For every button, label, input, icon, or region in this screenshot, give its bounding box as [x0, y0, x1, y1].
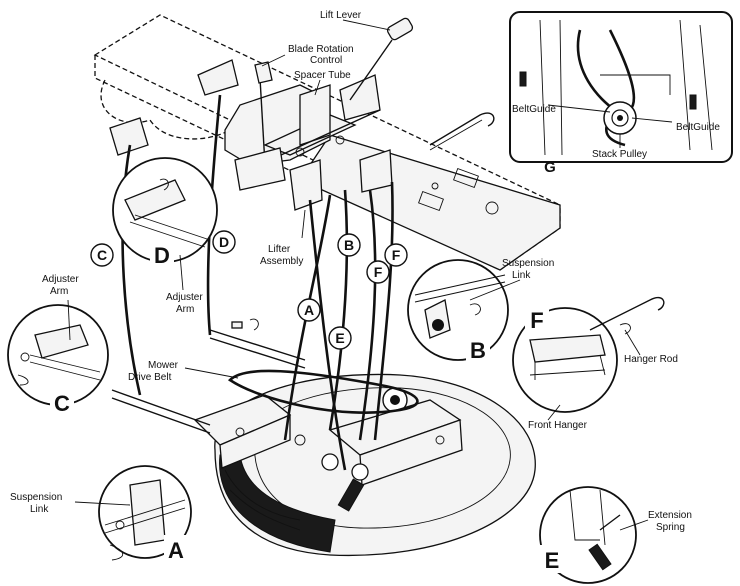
label-adjuster-arm-d-2: Arm	[176, 304, 194, 315]
inset-letter-d: D	[154, 243, 170, 268]
callout-letters-on-cables: C D B F F A E	[90, 230, 408, 350]
callout-a-cable: A	[304, 302, 314, 318]
callout-c-cable: C	[97, 247, 107, 263]
label-adjuster-arm-d-1: Adjuster	[166, 292, 203, 303]
inset-letter-g: G	[544, 159, 556, 176]
label-suspension-link-b-2: Link	[512, 270, 531, 281]
label-extension-spring-1: Extension	[648, 510, 692, 521]
label-blade-rotation-1: Blade Rotation	[288, 44, 354, 55]
inset-d-adjuster-arm	[112, 157, 218, 263]
label-stack-pulley: Stack Pulley	[592, 149, 647, 160]
callout-d-cable: D	[219, 234, 229, 250]
deck-pulleys	[321, 453, 369, 512]
label-extension-spring-2: Spring	[656, 522, 685, 533]
inset-g-stack-pulley	[509, 11, 733, 163]
part-labels: Lift Lever Blade Rotation Control Spacer…	[10, 10, 720, 533]
label-hanger-rod: Hanger Rod	[624, 354, 678, 365]
inset-letter-a: A	[168, 538, 184, 563]
label-suspension-link-a-1: Suspension	[10, 492, 62, 503]
label-lifter-2: Assembly	[260, 256, 303, 267]
label-lift-lever: Lift Lever	[320, 10, 362, 21]
callout-b-cable: B	[344, 237, 354, 253]
lift-lever	[349, 17, 414, 101]
callout-f-cable-1: F	[374, 264, 383, 280]
inset-f-front-hanger	[512, 296, 665, 413]
label-lifter-1: Lifter	[268, 244, 291, 255]
label-mower-drive-belt-1: Mower	[148, 360, 179, 371]
inset-letter-f: F	[530, 308, 543, 333]
label-mower-drive-belt-2: Drive Belt	[128, 372, 172, 383]
label-suspension-link-b-1: Suspension	[502, 258, 554, 269]
label-belt-guide-right: BeltGuide	[676, 122, 720, 133]
label-blade-rotation-2: Control	[310, 55, 342, 66]
inset-letter-b: B	[470, 338, 486, 363]
leader-lines	[67, 19, 673, 531]
hanger-rod-upper	[429, 112, 495, 151]
label-front-hanger: Front Hanger	[528, 420, 588, 431]
lifter-assembly	[109, 59, 393, 211]
inset-b-suspension-link	[407, 259, 509, 361]
label-spacer-tube: Spacer Tube	[294, 70, 351, 81]
suspension-links	[111, 318, 306, 434]
callout-f-cable-2: F	[392, 247, 401, 263]
inset-letter-e: E	[545, 548, 560, 573]
label-adjuster-arm-c-2: Arm	[50, 286, 68, 297]
inset-letters: D C B F A E G	[50, 159, 564, 573]
label-suspension-link-a-2: Link	[30, 504, 49, 515]
inset-letter-c: C	[54, 391, 70, 416]
label-adjuster-arm-c-1: Adjuster	[42, 274, 79, 285]
mower-drive-belt	[227, 369, 419, 414]
callout-e-cable: E	[335, 330, 344, 346]
label-belt-guide-left: BeltGuide	[512, 104, 556, 115]
